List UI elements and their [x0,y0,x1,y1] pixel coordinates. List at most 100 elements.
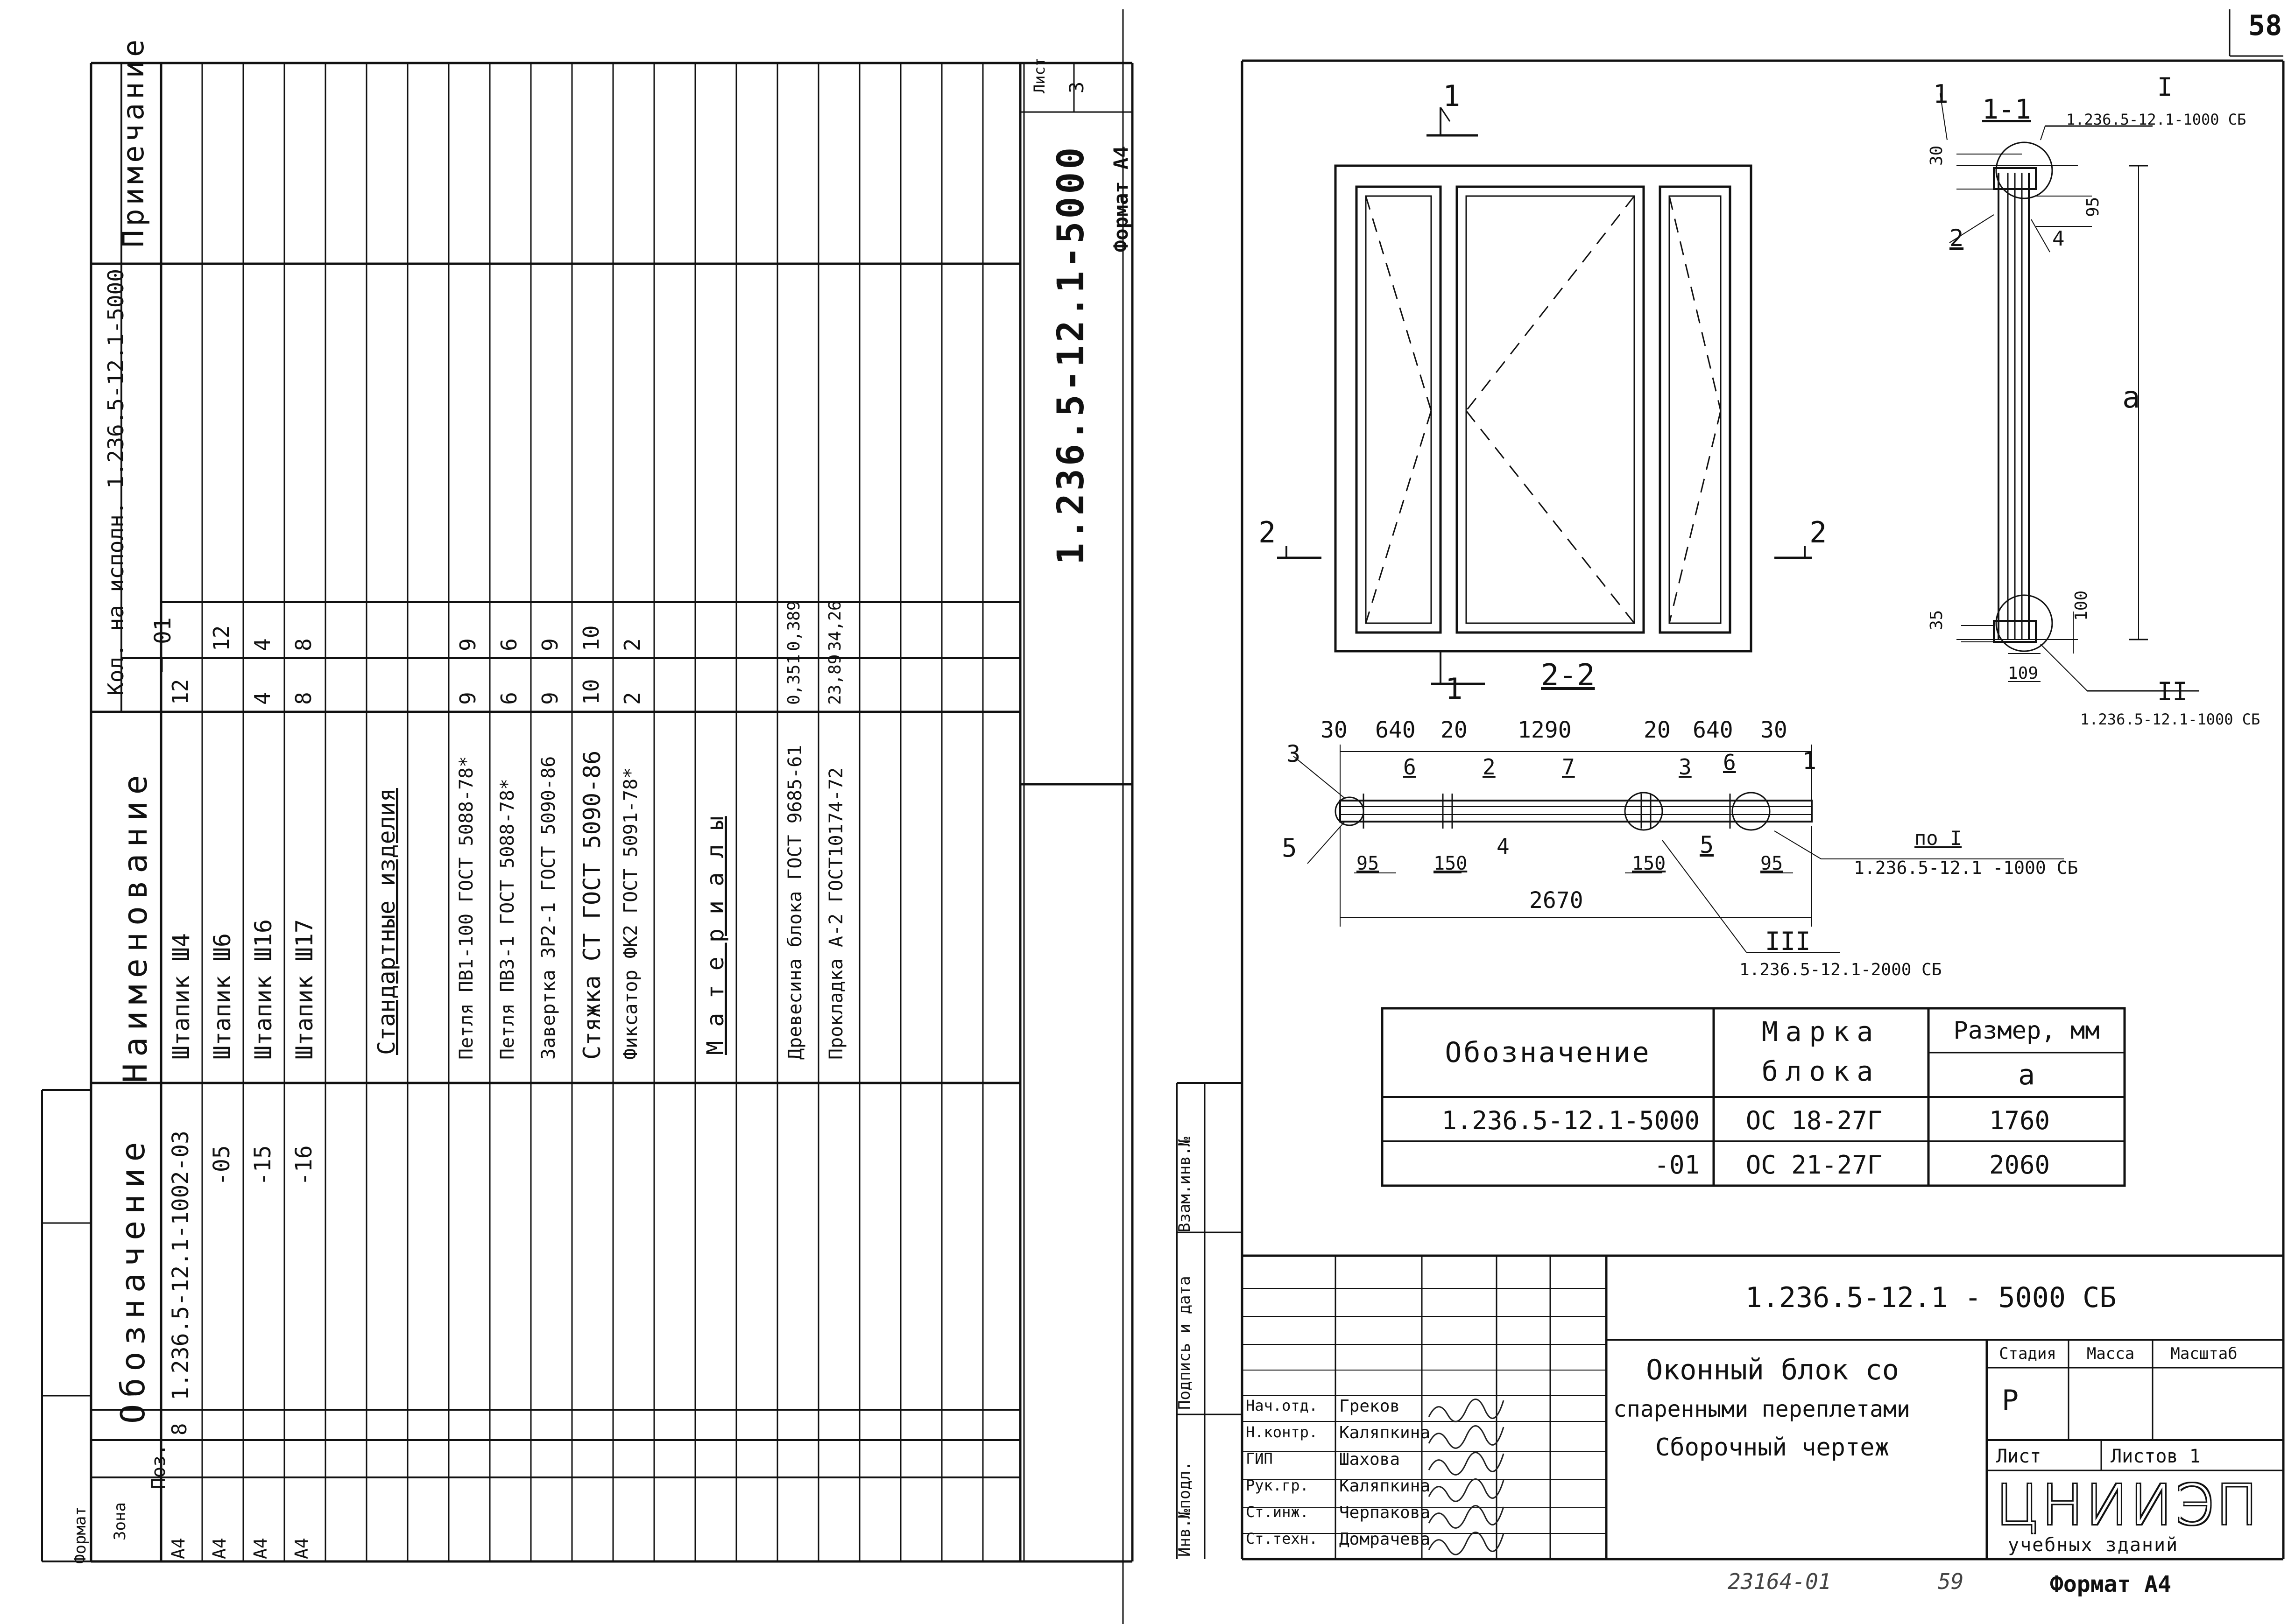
tb-staff-name: Черпакова [1339,1503,1431,1522]
row-designation: -05 [209,1145,235,1186]
row-format: А4 [168,1538,189,1559]
row-qty-01: 9 [537,638,563,651]
row-qty-01: 9 [455,638,480,651]
callout-7-plan: 7 [1562,754,1575,780]
row-designation: -15 [250,1145,276,1186]
row-qty-01: 34,26 [826,600,845,651]
stamp-sheet-number: 3 [1065,81,1088,93]
dim-a: a [2122,380,2140,415]
dim-109-side: 109 [2008,664,2039,683]
row-designation: 1.236.5-12.1-1002-03 [168,1131,194,1400]
header-note: Примечание [116,35,150,247]
tb-staff-role: Ст.инж. [1246,1503,1309,1521]
row-qty-base: 2 [620,692,645,705]
header-qty-group: Кол. на исполн. 1.236.5-12.1-5000 [103,269,128,696]
left-format-label: Формат А4 [1109,146,1132,252]
dim-35-side: 35 [1927,610,1946,630]
tb-stage-value: Р [2001,1384,2019,1417]
callout-5-right: 5 [1700,831,1714,858]
tb-designation: 1.236.5-12.1 - 5000 СБ [1745,1281,2117,1314]
callout-4-section: 4 [2052,227,2065,251]
header-pos: Поз. [148,1444,169,1489]
row-qty-base: 23,89 [826,654,845,705]
row-name: Прокладка А-2 ГОСТ10174-72 [826,767,847,1060]
callout-1-section: 1 [1933,79,1949,109]
po-I-label: по I [1914,827,1962,850]
tb-staff-role: Рук.гр. [1246,1476,1309,1494]
detail-II-label: II [2157,677,2188,706]
section-1-1-title: 1-1 [1982,93,2031,125]
row-qty-01: 8 [291,638,316,651]
tb-stage-label: Стадия [1999,1344,2056,1363]
plan-dim-bottom: 95 [1356,853,1379,874]
detail-III-label: III [1765,927,1811,956]
callout-6-left: 6 [1403,754,1416,780]
vt-col2-header-2: блока [1761,1055,1881,1087]
callout-3-left: 3 [1286,740,1301,767]
plan-dim-top: 640 [1693,717,1733,743]
vt-col1-header: Обозначение [1445,1036,1651,1069]
tb-title-3: Сборочный чертеж [1655,1434,1889,1462]
section-1-top-label: 1 [1443,79,1461,113]
row-qty-base: 9 [455,692,480,705]
row-name: Петля ПВ1-100 ГОСТ 5088-78* [456,756,477,1060]
detail-I-ref: 1.236.5-12.1-1000 СБ [2066,111,2246,128]
row-name: Штапик Ш4 [168,933,195,1060]
right-format-label: Формат А4 [2050,1571,2172,1597]
vt-cell-des: 1.236.5-12.1-5000 [1441,1105,1700,1135]
tb-scale-label: Масштаб [2170,1344,2238,1363]
vt-cell-size: 1760 [1989,1105,2050,1135]
tb-sheets-label: Листов 1 [2111,1446,2201,1467]
row-qty-base: 10 [579,679,604,705]
dim-100-side: 100 [2072,590,2091,621]
callout-2-section: 2 [1949,225,1964,252]
section-1-bottom-label: 1 [1445,672,1463,706]
tb-staff-name: Шахова [1339,1450,1400,1469]
tb-org-name: учебных зданий [2008,1534,2179,1556]
row-qty-01: 12 [209,625,234,651]
plan-dim-bottom: 95 [1760,853,1783,874]
row-name: Древесина блока ГОСТ 9685-61 [784,745,806,1060]
vt-cell-mark: ОС 18-27Г [1745,1105,1883,1135]
section-2-2-title: 2-2 [1541,658,1595,693]
callout-2-plan: 2 [1483,754,1496,780]
row-qty-01: 6 [496,638,522,651]
header-zone: Зона [111,1502,129,1540]
tb-staff-name: Каляпкина [1339,1423,1431,1442]
vt-cell-size: 2060 [1989,1150,2050,1180]
row-name: Стандартные изделия [373,788,400,1055]
detail-II-ref: 1.236.5-12.1-1000 СБ [2080,710,2260,728]
bottom-number-left: 23164-01 [1728,1569,1831,1594]
row-pos: 8 [168,1423,191,1436]
side-label-sign: Подпись и дата [1175,1276,1194,1410]
callout-4-plan: 4 [1497,834,1510,859]
plan-dim-top: 20 [1441,717,1468,743]
row-qty-01: 0,389 [784,600,804,651]
bottom-number-mid: 59 [1938,1569,1964,1594]
vt-col3-sub: a [2018,1058,2035,1091]
section-2-right-label: 2 [1809,515,1827,549]
plan-dim-top: 640 [1375,717,1416,743]
plan-dim-top: 30 [1760,717,1787,743]
detail-I-label: I [2157,72,2173,102]
tb-sheet-label: Лист [1996,1446,2041,1467]
section-2-left-label: 2 [1258,515,1276,549]
stamp-designation: 1.236.5-12.1-5000 [1050,144,1092,565]
dim-95-side: 95 [2083,197,2103,217]
side-label-inv: Инв.№подл. [1175,1461,1194,1557]
dim-total-2670: 2670 [1529,887,1583,914]
header-qty-minus: – [148,659,174,672]
row-qty-base: 12 [168,679,193,705]
row-format: А4 [291,1538,312,1559]
row-name: Штапик Ш6 [209,933,236,1060]
tb-title-2: спаренными переплетами [1613,1396,1910,1422]
plan-dim-bottom: 150 [1632,853,1666,874]
row-name: М а т е р и а л ы [702,816,729,1055]
header-qty-01: 01 [150,617,176,644]
row-format: А4 [209,1538,230,1559]
header-name: Наименование [116,768,155,1083]
row-qty-01: 2 [620,638,645,651]
row-qty-base: 6 [496,692,522,705]
header-designation: Обозначение [114,1135,152,1424]
